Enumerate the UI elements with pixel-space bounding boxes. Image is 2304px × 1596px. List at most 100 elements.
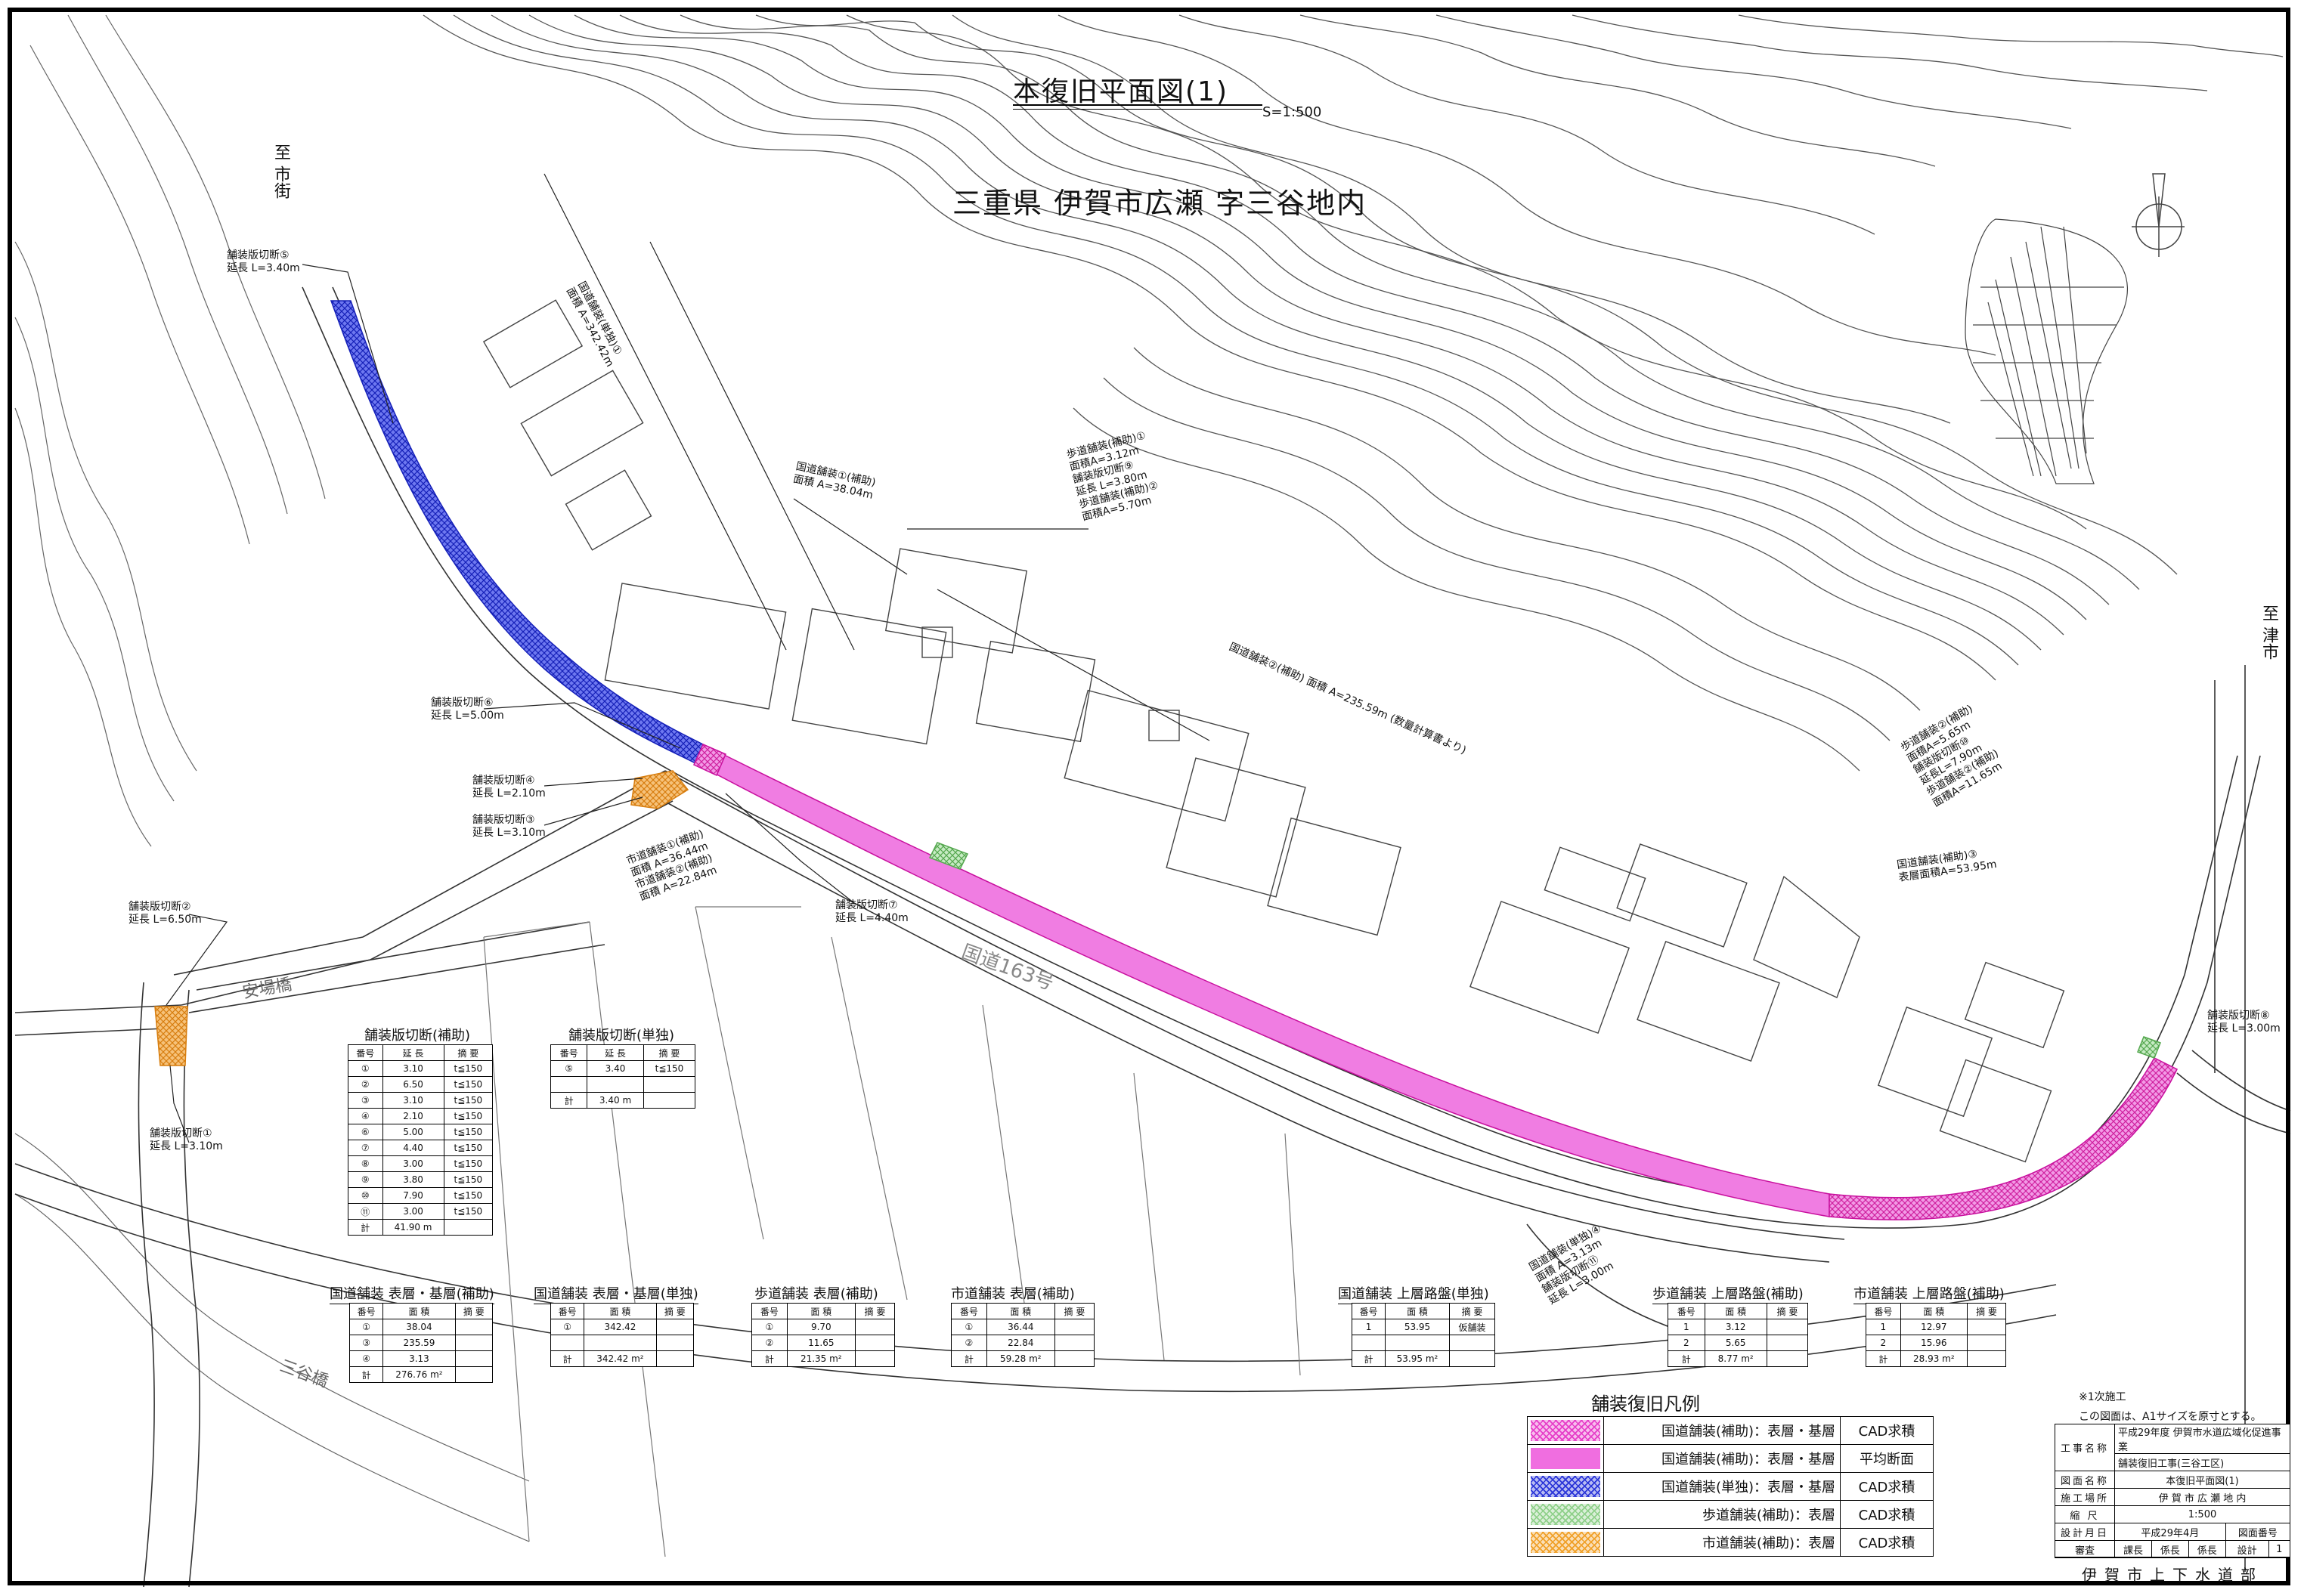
legend-label: 市道舗装(補助)：表層	[1603, 1528, 1841, 1557]
table-cell: 2	[1866, 1335, 1901, 1351]
table-total-cell: 計	[751, 1350, 788, 1367]
table-cell: 342.42	[584, 1319, 657, 1335]
table-cell	[655, 1319, 695, 1335]
table-cell: 2	[1668, 1335, 1705, 1351]
table-title-cut-aux: 舗装版切断(補助)	[364, 1025, 470, 1046]
annotation-cut-1: 舗装版切断① 延長 L=3.10m	[150, 1127, 223, 1152]
table-total-cell: 342.42 m²	[584, 1350, 657, 1367]
table-total-cell: 計	[348, 1366, 384, 1383]
table-cell: ⑦	[348, 1140, 383, 1156]
table-header-cell: 番号	[1351, 1303, 1386, 1319]
table-total-cell: 276.76 m²	[382, 1366, 456, 1383]
table-cell: ⑩	[348, 1187, 383, 1204]
table-row	[550, 1076, 696, 1093]
table-cell: t≦150	[443, 1140, 494, 1156]
table-total-cell: 計	[1866, 1350, 1901, 1367]
legend-swatch	[1527, 1500, 1604, 1529]
review-cell-4: 設計	[2225, 1540, 2269, 1558]
table-header-row: 番号面 積摘 要	[1351, 1303, 1496, 1319]
table-header-cell: 面 積	[1385, 1303, 1450, 1319]
table-header-cell: 延 長	[382, 1044, 444, 1061]
table-total-cell	[643, 1092, 696, 1109]
table-cell	[1054, 1319, 1095, 1335]
drawing-name-value: 本復旧平面図(1)	[2114, 1471, 2290, 1489]
table-header-cell: 面 積	[1900, 1303, 1968, 1319]
table-cell: t≦150	[443, 1155, 494, 1172]
legend-swatch	[1527, 1416, 1604, 1445]
note-paper-size: この図面は、A1サイズを原寸とする。	[2079, 1411, 2262, 1423]
table-cell: ④	[348, 1108, 383, 1124]
table-cell: 15.96	[1900, 1335, 1968, 1351]
table-header-cell: 番号	[550, 1303, 585, 1319]
note-first-stage: ※1次施工	[2079, 1391, 2126, 1403]
table-title-city-surface: 市道舗装 表層(補助)	[951, 1283, 1075, 1304]
table-cell	[1966, 1335, 2007, 1351]
table-cell: 5.65	[1704, 1335, 1767, 1351]
site-label: 施工場所	[2055, 1488, 2115, 1506]
sheet-number-label: 図面番号	[2225, 1523, 2291, 1541]
direction-label-city: 至 市街	[271, 144, 290, 199]
table-cell: t≦150	[443, 1171, 494, 1188]
north-arrow-icon	[2132, 173, 2185, 257]
table-header-row: 番号面 積摘 要	[1866, 1303, 2007, 1319]
table-total-cell: 3.40 m	[587, 1092, 644, 1109]
title-underline-2	[1013, 109, 1262, 110]
table-cell: ⑪	[348, 1203, 383, 1220]
table-cell	[1766, 1335, 1809, 1351]
table-cell	[454, 1350, 494, 1367]
table-cell: t≦150	[643, 1060, 696, 1077]
table-total-cell	[1966, 1350, 2007, 1367]
annotation-cut-8: 舗装版切断⑧ 延長 L=3.00m	[2207, 1010, 2281, 1035]
table-title-city-upper: 市道舗装 上層路盤(補助)	[1853, 1283, 2005, 1304]
legend-swatch	[1527, 1444, 1604, 1473]
legend-label: 国道舗装(補助)：表層・基層	[1603, 1416, 1841, 1445]
table-header-cell: 延 長	[587, 1044, 644, 1061]
date-value: 平成29年4月	[2114, 1523, 2226, 1541]
table-cell: ⑤	[550, 1060, 588, 1077]
table-title-national-upper: 国道舗装 上層路盤(単独)	[1338, 1283, 1489, 1304]
table-cell	[854, 1335, 896, 1351]
table-cell	[454, 1319, 494, 1335]
table-cell: ②	[348, 1076, 383, 1093]
drawing-name-label: 図面名称	[2055, 1471, 2115, 1489]
table-header-cell: 摘 要	[1448, 1303, 1496, 1319]
sheet-number-value: 1	[2268, 1540, 2291, 1558]
table-cell: 仮舗装	[1448, 1319, 1496, 1335]
table-header-row: 番号面 積摘 要	[951, 1303, 1095, 1319]
legend-swatch-fill	[1531, 1504, 1600, 1525]
table-total-cell	[655, 1350, 695, 1367]
table-cell	[550, 1335, 585, 1351]
table-cell	[584, 1335, 657, 1351]
table-total-cell: 8.77 m²	[1704, 1350, 1767, 1367]
review-cell-1: 課長	[2114, 1540, 2152, 1558]
table-header-cell: 面 積	[1704, 1303, 1767, 1319]
buildings	[482, 299, 2065, 1163]
table-header-cell: 番号	[348, 1303, 384, 1319]
table-title-sidewalk-surface: 歩道舗装 表層(補助)	[754, 1283, 878, 1304]
review-cell-2: 係長	[2151, 1540, 2189, 1558]
table-cell: 235.59	[382, 1335, 456, 1351]
table-header-cell: 番号	[1866, 1303, 1901, 1319]
table-cell: ③	[348, 1092, 383, 1109]
table-total-cell: 計	[550, 1092, 588, 1109]
